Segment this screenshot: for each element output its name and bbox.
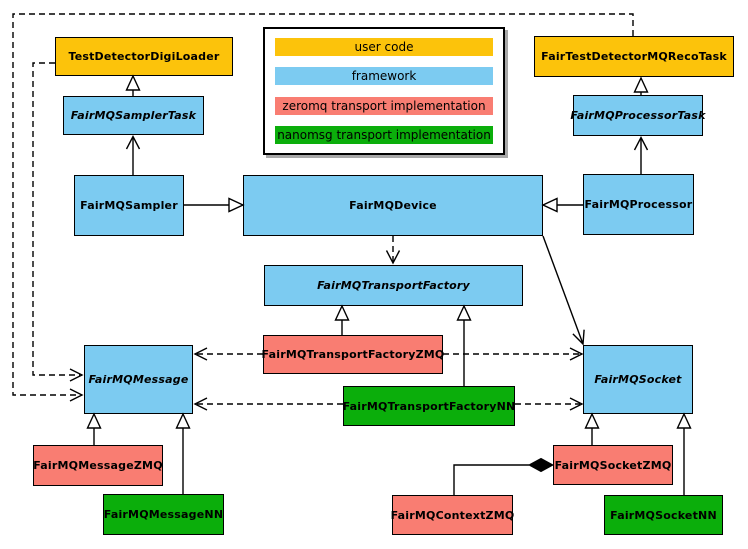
class-box-testdetectordigiloader: TestDetectorDigiLoader [55, 37, 233, 76]
edge-device-uses-socket [542, 235, 585, 346]
edge-factorynn-inherits-factory [456, 304, 472, 386]
edge-messagenn-inherits-message [175, 412, 191, 494]
edge-factorynn-creates-message [193, 397, 343, 411]
class-box-fairmqsocketzmq: FairMQSocketZMQ [553, 445, 673, 485]
class-box-fairmqmessagenn: FairMQMessageNN [103, 494, 224, 535]
legend-item-zeromq: zeromq transport implementation [275, 96, 493, 115]
class-box-fairmqmessage: FairMQMessage [84, 345, 193, 414]
class-box-fairmqsamplertask: FairMQSamplerTask [63, 96, 204, 135]
class-box-fairmqprocessor: FairMQProcessor [583, 174, 694, 235]
edge-processor-inherits-device [541, 197, 583, 213]
edge-factorynn-creates-socket [515, 397, 584, 411]
edge-samplertask-digiloader [125, 74, 141, 96]
class-box-fairmqtransportfactorynn: FairMQTransportFactoryNN [343, 386, 515, 426]
edge-socketzmq-inherits-socket [584, 412, 600, 445]
edge-messagezmq-inherits-message [86, 412, 102, 445]
class-box-fairmqprocessortask: FairMQProcessorTask [570, 95, 705, 136]
class-box-fairmqtransportfactoryzmq: FairMQTransportFactoryZMQ [262, 335, 444, 374]
edge-factoryzmq-creates-message [193, 347, 263, 361]
class-box-fairtestdetectormqrecotask: FairTestDetectorMQRecoTask [534, 36, 734, 77]
edge-device-uses-transportfactory [385, 236, 401, 265]
edge-factoryzmq-creates-socket [443, 347, 584, 361]
class-box-fairmqsocket: FairMQSocket [583, 345, 693, 414]
edge-sampler-inherits-device [184, 197, 245, 213]
edge-socketnn-inherits-socket [676, 412, 692, 495]
legend-item-user-code: user code [275, 38, 493, 56]
edge-sampler-uses-samplertask [125, 134, 141, 175]
edge-socketzmq-owns-contextzmq [453, 457, 555, 495]
edge-factoryzmq-inherits-factory [334, 304, 350, 335]
legend-item-nanomsg: nanomsg transport implementation [275, 125, 493, 144]
class-box-fairmqtransportfactory: FairMQTransportFactory [264, 265, 523, 306]
class-box-fairmqdevice: FairMQDevice [243, 175, 543, 236]
legend-item-framework: framework [275, 67, 493, 86]
legend-box: user code framework zeromq transport imp… [263, 27, 505, 155]
class-box-fairmqsocketnn: FairMQSocketNN [604, 495, 723, 535]
edge-processor-uses-processortask [633, 135, 649, 174]
class-box-fairmqcontextzmq: FairMQContextZMQ [391, 495, 514, 535]
class-box-fairmqsampler: FairMQSampler [74, 175, 184, 236]
edge-processortask-recotask [633, 76, 649, 95]
class-box-fairmqmessagezmq: FairMQMessageZMQ [33, 445, 163, 486]
